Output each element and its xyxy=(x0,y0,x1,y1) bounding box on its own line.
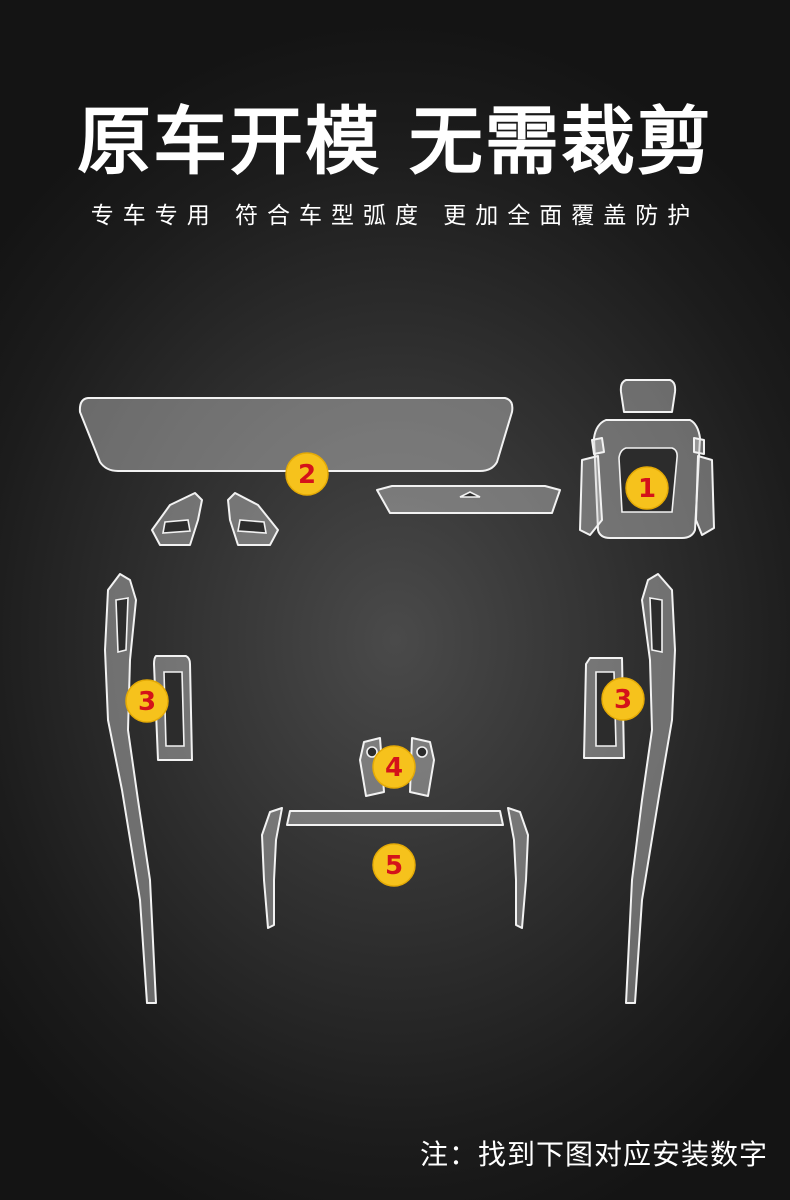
right-vent-hole xyxy=(237,519,267,534)
gear-right-side-film xyxy=(695,455,715,536)
install-note: 注：找到下图对应安装数字 xyxy=(419,1138,768,1171)
cupholder-film-right xyxy=(409,737,435,797)
part-badge-5: 5 xyxy=(372,843,416,887)
page-subtitle: 专车专用 符合车型弧度 更加全面覆盖防护 xyxy=(90,203,700,229)
part-badge-2: 2 xyxy=(285,452,329,496)
left-vent-film xyxy=(151,492,203,546)
strip-notch xyxy=(459,491,481,498)
part-badge-4-number: 4 xyxy=(385,753,403,783)
right-door-trim-hole xyxy=(649,597,663,653)
left-door-trim-hole xyxy=(115,597,129,654)
part-badge-3-right-number: 3 xyxy=(614,685,632,715)
right-vent-film xyxy=(227,492,279,546)
console-left-trim-film xyxy=(261,807,283,929)
gear-small-right-film xyxy=(693,437,705,455)
part-badge-1-number: 1 xyxy=(638,474,656,504)
gear-top-cap-film xyxy=(619,379,677,413)
console-right-trim-film xyxy=(507,807,529,929)
gear-small-left-film xyxy=(591,437,605,455)
part-badge-3-right: 3 xyxy=(601,677,645,721)
center-strip-film xyxy=(376,485,561,514)
right-door-trim-film xyxy=(625,573,676,1004)
cupholder-hole-left xyxy=(366,746,378,758)
gear-left-side-film xyxy=(579,455,603,536)
part-badge-4: 4 xyxy=(372,745,416,789)
part-badge-3-left-number: 3 xyxy=(138,687,156,717)
part-badge-1: 1 xyxy=(625,466,669,510)
console-bar-film xyxy=(286,810,504,826)
page-title: 原车开模 无需裁剪 xyxy=(77,99,713,185)
left-vent-hole xyxy=(162,519,191,534)
part-badge-5-number: 5 xyxy=(385,851,403,881)
cupholder-hole-right xyxy=(416,746,428,758)
dashboard-screen-film xyxy=(78,397,514,472)
part-badge-3-left: 3 xyxy=(125,679,169,723)
left-door-trim-film xyxy=(104,573,157,1004)
left-window-switch-hole xyxy=(163,671,185,747)
part-badge-2-number: 2 xyxy=(298,460,316,490)
